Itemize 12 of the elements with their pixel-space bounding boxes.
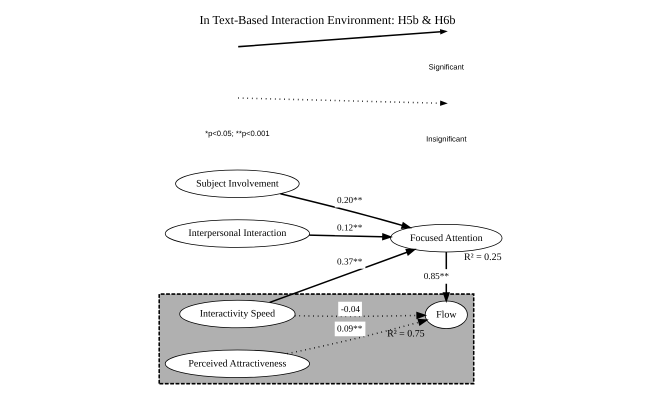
edge-label: 0.12** [337,222,362,233]
label: *p<0.05; **p<0.001 [205,128,270,138]
edge-label: -0.04 [340,304,360,314]
diagram-title: In Text-Based Interaction Environment: H5b & H6b [199,13,456,28]
edge-label: 0.85** [424,271,449,282]
edge-label: 0.20** [337,195,362,206]
edge-label: 0.09** [337,324,362,334]
legend-label: Insignificant [426,134,466,144]
legend-label: Significant [428,62,464,72]
edge-label: 0.37** [337,256,362,266]
node-label: R² = 0.25 [464,252,502,263]
node-label: R² = 0.75 [387,328,425,340]
